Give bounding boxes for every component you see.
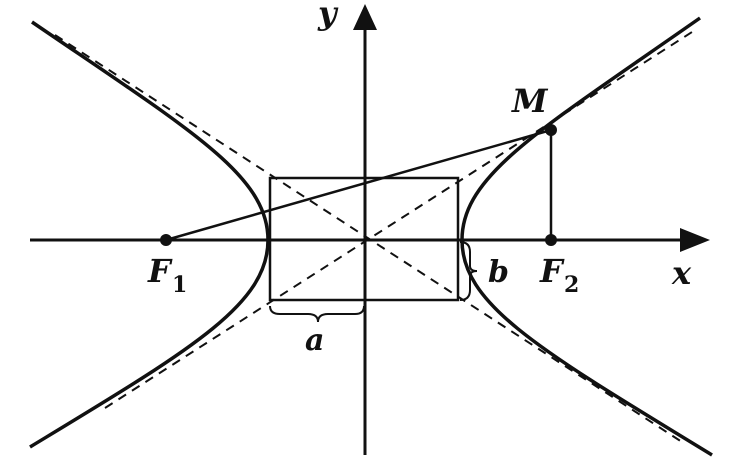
semi-axis-a-label: a <box>305 323 324 358</box>
focal-radius-f1-m <box>165 128 552 242</box>
brace-b <box>459 241 478 301</box>
point-m <box>545 124 557 136</box>
focus-f1-label: F <box>147 252 173 290</box>
hyperbola-left-branch <box>29 20 270 449</box>
x-axis-arrow <box>680 228 710 252</box>
fundamental-rectangle <box>268 176 460 302</box>
focus-f1-point <box>160 234 172 246</box>
x-axis-label: x <box>671 254 692 292</box>
hyperbola-right-branch <box>460 16 713 457</box>
focus-f2-point <box>545 234 557 246</box>
asymptotes <box>54 31 693 443</box>
focus-f2-label: F <box>539 252 565 290</box>
semi-axis-b-label: b <box>488 255 509 290</box>
focus-f2-subscript: 2 <box>564 272 579 298</box>
asymptote-negative-slope <box>54 34 683 443</box>
asymptote-positive-slope <box>104 31 693 409</box>
focus-f1-subscript: 1 <box>172 272 187 298</box>
y-axis-arrow <box>353 4 377 30</box>
brace-a <box>269 305 365 323</box>
y-axis-label: y <box>317 0 339 32</box>
point-m-label: M <box>511 82 549 120</box>
